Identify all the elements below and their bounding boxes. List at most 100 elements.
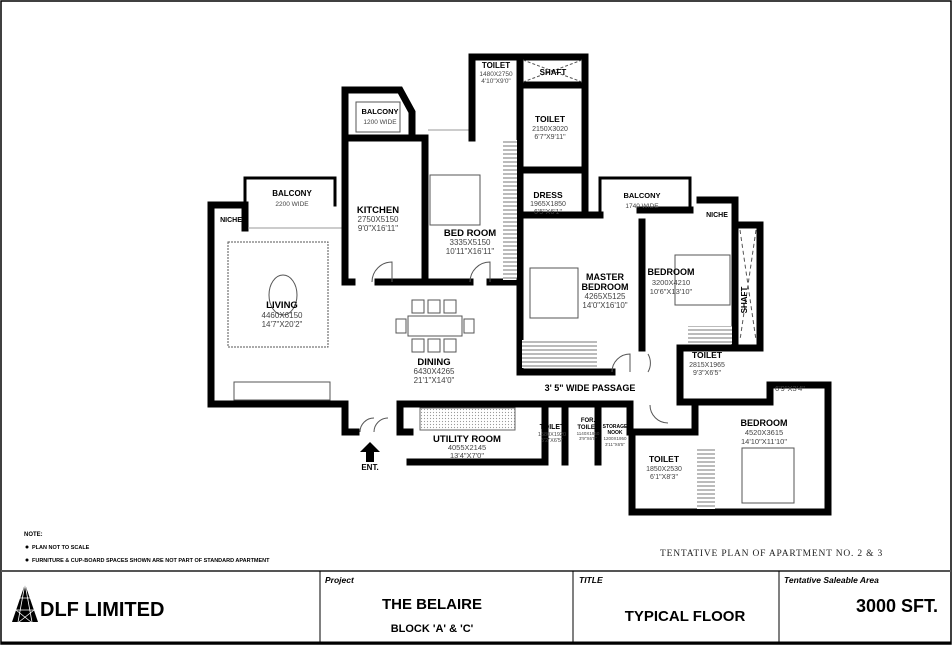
label-balcony-master: BALCONY xyxy=(623,191,660,200)
dim-bedroom-1-metric: 3335X5150 xyxy=(450,238,491,247)
dim-kitchen-metric: 2750X5150 xyxy=(358,215,399,224)
label-toilet-bed3: TOILET xyxy=(649,454,680,464)
wall-living xyxy=(207,201,360,436)
dining-chairs xyxy=(395,299,475,353)
title-value: TYPICAL FLOOR xyxy=(625,608,746,625)
living-rug xyxy=(227,241,329,348)
dim-balcony-living: 2200 WIDE xyxy=(275,201,309,208)
dim-bedroom-3-bay: 6'9"X3'4" xyxy=(775,384,805,393)
label-toilet-utility: TOILET xyxy=(540,424,565,431)
label-utility: UTILITY ROOM xyxy=(433,434,501,445)
dim-bedroom-3-imperial: 14'10"X11'10" xyxy=(741,437,787,446)
dim-toilet-master-imperial: 6'7"X9'11" xyxy=(534,134,566,141)
wall-toilets-top xyxy=(468,53,589,286)
bed-icon-master xyxy=(529,267,579,319)
dim-balcony-kitchen: 1200 WIDE xyxy=(363,119,397,126)
dim-dining-imperial: 21'1"X14'0" xyxy=(414,376,455,385)
dim-toilet-bed2-metric: 2815X1965 xyxy=(689,362,725,369)
bullet-icon xyxy=(25,545,29,549)
label-shaft-right: SHAFT xyxy=(740,287,749,314)
label-bedroom-2: BEDROOM xyxy=(648,267,695,277)
label-balcony-kitchen: BALCONY xyxy=(361,107,398,116)
dim-toilet-utility-imperial: 5'2"X6'5" xyxy=(541,438,563,444)
wall-bedroom-3 xyxy=(628,381,832,516)
dim-toilet-bed3-metric: 1850X2530 xyxy=(646,466,682,473)
wardrobe-master xyxy=(522,340,597,368)
bed-icon-bed2 xyxy=(674,254,731,306)
dim-toilet-bed3-imperial: 6'1"X8'3" xyxy=(650,474,678,481)
dim-utility-imperial: 13'4"X7'0" xyxy=(450,451,484,460)
label-dining: DINING xyxy=(417,357,450,368)
utility-counter xyxy=(419,407,516,431)
label-master-bedroom-2: BEDROOM xyxy=(582,282,629,292)
label-servant-toilet-1: FOR. xyxy=(581,418,596,424)
wall-kitchen xyxy=(341,86,429,286)
dim-storage-metric: 1200X1950 xyxy=(603,436,627,441)
area-label: Tentative Saleable Area xyxy=(784,575,879,585)
shaft-cross xyxy=(522,59,583,83)
dim-kitchen-imperial: 9'0"X16'11" xyxy=(358,224,398,233)
dim-dress-imperial: 6'5"X6'1" xyxy=(534,209,562,216)
doors xyxy=(359,261,669,433)
title-label: TITLE xyxy=(579,575,603,585)
notes-heading: NOTE: xyxy=(24,532,43,538)
label-passage: 3' 5" WIDE PASSAGE xyxy=(545,383,636,393)
project-name: THE BELAIRE xyxy=(382,596,482,613)
label-bedroom-1: BED ROOM xyxy=(444,228,496,239)
dim-bedroom-2-imperial: 10'6"X13'10" xyxy=(650,287,693,296)
label-toilet-bed2: TOILET xyxy=(692,350,723,360)
bed-icon xyxy=(429,174,481,226)
dim-utility-metric: 4055X2145 xyxy=(448,443,486,452)
label-entrance: ENT. xyxy=(361,463,378,472)
wall-balcony-master xyxy=(598,176,692,214)
label-kitchen: KITCHEN xyxy=(357,205,399,216)
dim-bedroom-2-metric: 3200X4210 xyxy=(652,278,690,287)
label-storage-2: NOOK xyxy=(608,430,623,436)
dim-bedroom-1-imperial: 10'11"X16'11" xyxy=(446,247,495,256)
shaft-right-cross xyxy=(739,229,757,341)
dim-toilet-bed2-imperial: 9'3"X6'5" xyxy=(693,370,721,377)
dim-servant-toilet-imperial: 3'9"X6'5" xyxy=(579,436,597,441)
dim-servant-toilet-metric: 1140X1950 xyxy=(577,431,600,436)
tv-unit xyxy=(233,381,331,401)
bed-icon-bed3 xyxy=(741,447,795,504)
label-dress: DRESS xyxy=(533,190,563,200)
company-name: DLF LIMITED xyxy=(40,599,164,621)
wardrobe xyxy=(503,140,517,280)
dim-storage-imperial: 3'11"X6'5" xyxy=(605,442,625,447)
wall-master xyxy=(516,206,694,376)
label-toilet-master: TOILET xyxy=(535,114,566,124)
wardrobe-bed3 xyxy=(697,447,715,509)
living-table xyxy=(268,274,298,316)
label-niche-left: NICHE xyxy=(220,217,242,224)
wall-kitchen-left xyxy=(341,224,356,286)
wall-utility xyxy=(396,400,634,466)
project-block: BLOCK 'A' & 'C' xyxy=(391,623,474,635)
label-balcony-living: BALCONY xyxy=(272,189,312,198)
dim-living-metric: 4460X6150 xyxy=(262,311,303,320)
dim-balcony-master: 1740 WIDE xyxy=(625,203,659,210)
label-storage-1: STORAGE xyxy=(603,424,628,430)
plan-caption: TENTATIVE PLAN OF APARTMENT NO. 2 & 3 xyxy=(660,549,883,559)
dim-master-imperial: 14'0"X16'10" xyxy=(582,301,627,310)
label-living: LIVING xyxy=(266,300,298,311)
dim-dining-metric: 6430X4265 xyxy=(414,367,455,376)
label-niche-right: NICHE xyxy=(706,212,728,219)
dim-bedroom-3-metric: 4520X3615 xyxy=(745,428,783,437)
label-toilet-top: TOILET xyxy=(482,61,510,70)
label-shaft-top: SHAFT xyxy=(540,68,567,77)
dim-toilet-top-imperial: 4'10"X9'0" xyxy=(481,78,511,85)
label-bedroom-3: BEDROOM xyxy=(741,418,788,428)
bullet-icon xyxy=(25,558,29,562)
dlf-logo-icon xyxy=(12,583,38,623)
dining-table xyxy=(407,315,463,337)
wall-balcony-living xyxy=(243,176,337,207)
project-label: Project xyxy=(325,575,355,585)
wall-bedroom-1 xyxy=(421,134,524,286)
wardrobe-bed2 xyxy=(688,326,732,344)
dim-toilet-utility-metric: 1580X1920 xyxy=(538,432,566,438)
balcony-kitchen xyxy=(355,101,401,133)
area-value: 3000 SFT. xyxy=(856,596,938,616)
